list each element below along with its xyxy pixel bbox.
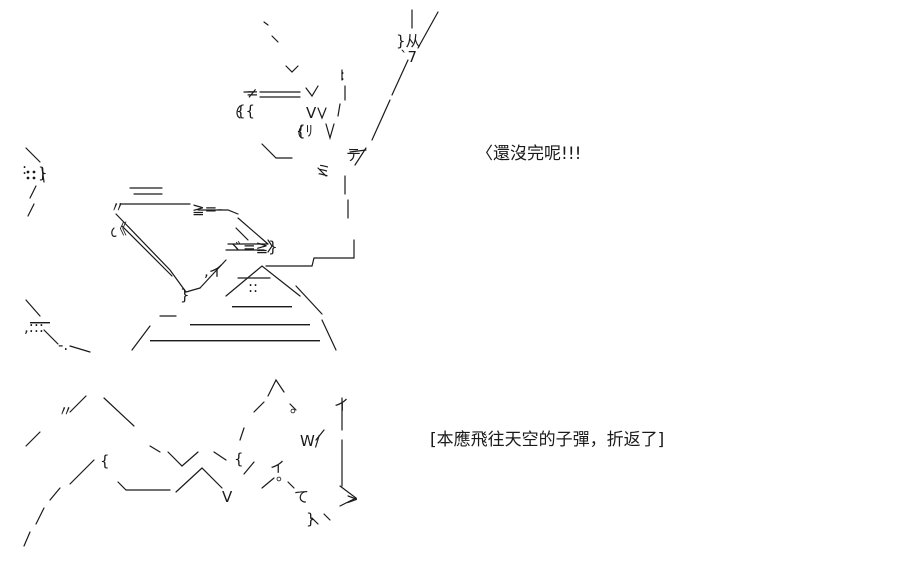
left-edge-marks xyxy=(25,147,45,217)
svg-text:}: } xyxy=(38,164,48,182)
svg-text:-.: -. xyxy=(58,336,68,354)
caption-bullet-returned: [本應飛往天空的子彈，折返了] xyxy=(430,430,665,450)
caption-still-not-over: 〈還沒完呢!!! xyxy=(476,144,582,164)
svg-text:。: 。 xyxy=(276,466,291,484)
svg-text:《: 《 xyxy=(112,220,127,238)
head-outline xyxy=(236,65,367,219)
svg-text:ミ: ミ xyxy=(316,162,331,180)
svg-text:テ: テ xyxy=(346,146,361,164)
svg-text:〃: 〃 xyxy=(58,402,73,420)
glyph-marks: }从 `7 : ≠ {{ {ﾘ V テ ミ : } 〃 《 ≧=- ヾ=≧} }… xyxy=(22,32,421,528)
svg-text:≠: ≠ xyxy=(246,84,259,102)
svg-text:}: } xyxy=(180,286,190,304)
svg-text:{: { xyxy=(100,452,110,470)
svg-text:}从: }从 xyxy=(396,32,421,50)
svg-text::: : xyxy=(22,160,27,178)
svg-text:{ﾘ: {ﾘ xyxy=(296,122,313,140)
arm-outline xyxy=(111,187,355,293)
svg-text:イ: イ xyxy=(334,396,349,414)
svg-text:>: > xyxy=(346,490,359,508)
svg-text:}: } xyxy=(306,510,316,528)
body-outline xyxy=(25,265,337,353)
lower-outline xyxy=(23,378,358,547)
svg-text:W/: W/ xyxy=(300,432,321,450)
svg-text:,:::: ,::: xyxy=(24,318,44,336)
svg-text:::: :: xyxy=(248,278,258,296)
dotted-shading xyxy=(30,306,320,342)
svg-text:ヾ=≧}: ヾ=≧} xyxy=(228,238,278,256)
svg-text::: : xyxy=(340,66,345,84)
svg-text:≧=-: ≧=- xyxy=(192,200,223,218)
svg-text:〃: 〃 xyxy=(110,198,125,216)
svg-text:{: { xyxy=(234,450,244,468)
svg-text:{{: {{ xyxy=(236,102,255,120)
svg-text:V: V xyxy=(306,104,317,122)
svg-text:,イ: ,イ xyxy=(204,262,224,280)
svg-text:。: 。 xyxy=(290,398,305,416)
svg-text:V: V xyxy=(222,488,233,506)
svg-text:`7: `7 xyxy=(400,48,417,66)
svg-text:て: て xyxy=(294,488,309,506)
motion-streaks xyxy=(263,9,439,166)
svg-text:イ: イ xyxy=(270,458,285,476)
